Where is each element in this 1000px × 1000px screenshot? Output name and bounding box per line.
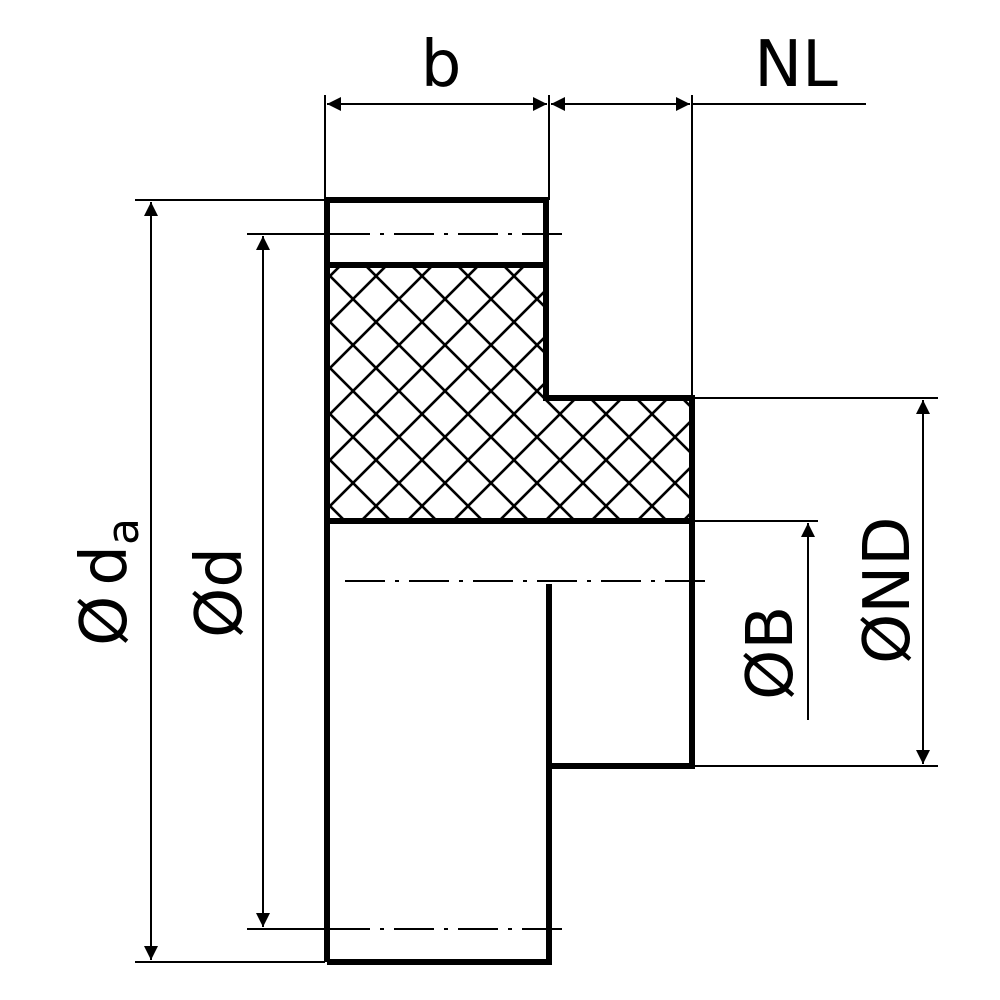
hatched-section (330, 266, 692, 521)
label-da-symbol: Ø (68, 596, 142, 646)
lower-outline (327, 521, 695, 965)
center-lines (330, 233, 712, 930)
label-da-subscript: a (98, 518, 149, 545)
label-da: Øda (68, 518, 149, 646)
label-nl: NL (754, 28, 838, 102)
label-b: b (421, 28, 462, 102)
label-bore: ØB (734, 606, 808, 700)
label-nd: ØND (851, 516, 925, 664)
part-outline (324, 197, 695, 965)
label-da-letter: d (68, 545, 142, 586)
label-d: Ød (183, 547, 257, 638)
dimension-lines (144, 97, 930, 960)
extension-lines (135, 95, 938, 963)
